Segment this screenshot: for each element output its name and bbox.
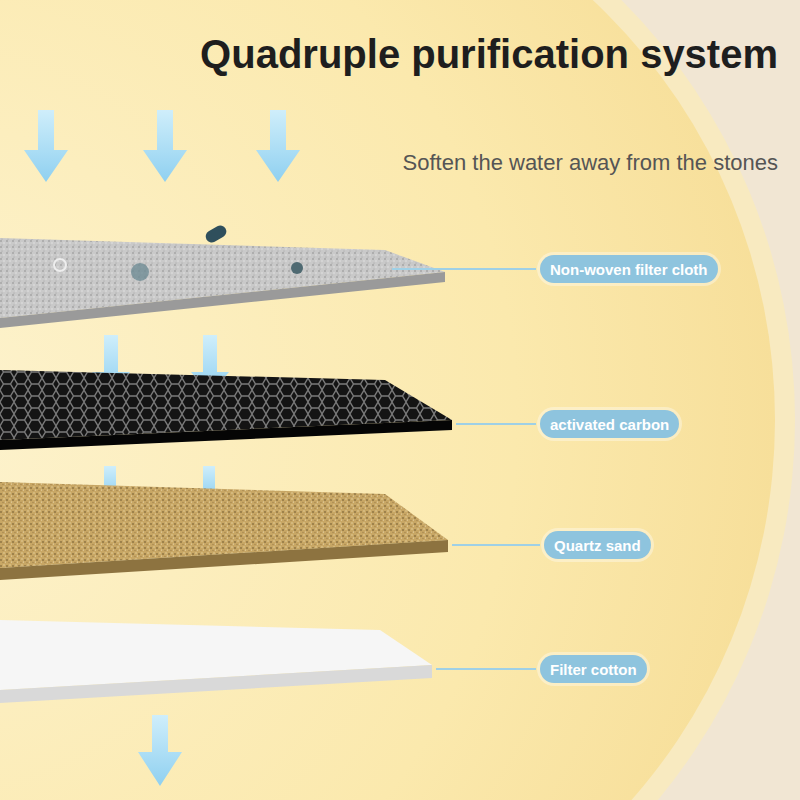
layer-name: Non-woven filter cloth <box>540 261 718 278</box>
layer-name: Quartz sand <box>544 537 651 554</box>
layer-label: Filter cotton <box>540 655 647 683</box>
subtitle: Soften the water away from the stones <box>403 150 778 176</box>
layer-label: Non-woven filter cloth <box>540 255 718 283</box>
title: Quadruple purification system <box>178 28 778 80</box>
layer-name: activated carbon <box>540 416 679 433</box>
layer-label: Quartz sand <box>544 531 651 559</box>
layer-name: Filter cotton <box>540 661 647 678</box>
layer-label: activated carbon <box>540 410 679 438</box>
